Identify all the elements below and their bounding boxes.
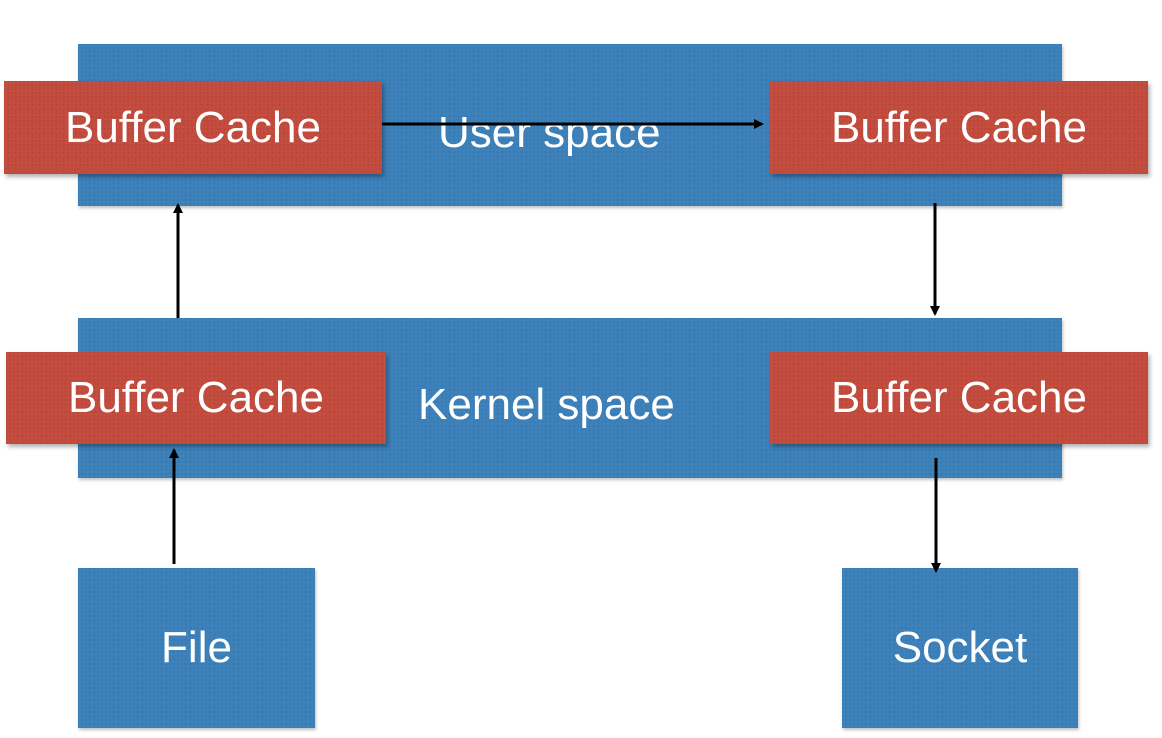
kernel-buffer-cache-right-label: Buffer Cache [830,373,1087,422]
socket-box: Socket [842,568,1078,728]
kernel-buffer-cache-left: Buffer Cache [6,352,386,444]
user-buffer-cache-right-label: Buffer Cache [830,102,1087,152]
kernel-buffer-cache-right: Buffer Cache [770,352,1148,444]
file-label: File [161,623,232,672]
user-space-label: User space [438,108,661,157]
user-buffer-cache-left: Buffer Cache [4,81,382,174]
user-buffer-cache-left-label: Buffer Cache [64,102,321,152]
kernel-buffer-cache-left-label: Buffer Cache [67,373,324,422]
socket-label: Socket [892,623,1028,672]
file-box: File [78,568,315,728]
kernel-space-label: Kernel space [418,380,675,429]
user-buffer-cache-right: Buffer Cache [770,81,1148,174]
